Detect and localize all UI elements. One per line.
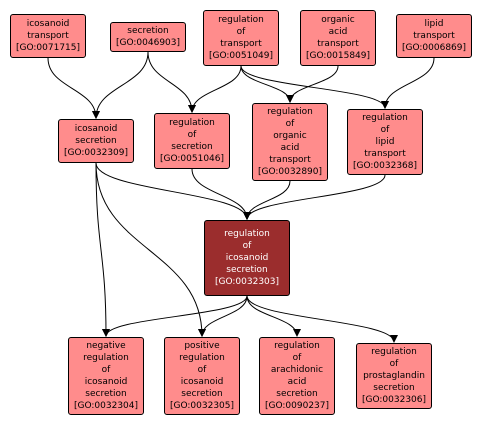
node-label: icosanoid transport: [26, 19, 70, 41]
node-label: regulation of prostaglandin secretion: [363, 347, 425, 393]
node-regulation-of-transport[interactable]: regulation of transport [GO:0051049]: [203, 10, 279, 66]
node-label: lipid transport: [413, 19, 455, 41]
node-go-id: [GO:0032368]: [352, 161, 418, 171]
node-organic-acid-transport[interactable]: organic acid transport [GO:0015849]: [300, 10, 376, 66]
edge-GO0051046-to-GO0032303: [191, 168, 251, 220]
node-regulation-of-organic-acid-transport[interactable]: regulation of organic acid transport [GO…: [252, 103, 328, 181]
node-go-id: [GO:0046903]: [115, 38, 181, 48]
edge-GO0051049-to-GO0032890: [240, 65, 294, 103]
node-label: regulation of secretion: [169, 118, 215, 152]
node-label: icosanoid secretion: [74, 124, 118, 146]
node-go-id: [GO:0032306]: [361, 395, 427, 405]
edge-GO0032368-to-GO0032303: [243, 174, 386, 220]
node-label: regulation of icosanoid secretion: [224, 229, 270, 275]
edge-GO0032309-to-GO0032305: [95, 162, 206, 337]
edge-GO0051049-to-GO0051046: [188, 65, 242, 113]
node-go-id: [GO:0051046]: [159, 154, 225, 164]
node-secretion[interactable]: secretion [GO:0046903]: [110, 22, 186, 52]
node-label: regulation of organic acid transport: [267, 107, 313, 165]
node-label: regulation of lipid transport: [362, 113, 408, 159]
node-go-id: [GO:0071715]: [15, 43, 81, 53]
node-go-id: [GO:0032305]: [169, 401, 235, 411]
node-label: secretion: [127, 26, 169, 36]
node-label: negative regulation of icosanoid secreti…: [83, 341, 129, 399]
node-regulation-of-lipid-transport[interactable]: regulation of lipid transport [GO:003236…: [347, 109, 423, 175]
node-label: organic acid transport: [317, 15, 359, 49]
edge-GO0032303-to-GO0032305: [198, 295, 248, 337]
node-lipid-transport[interactable]: lipid transport [GO:0006869]: [396, 14, 472, 58]
node-go-id: [GO:0032309]: [63, 148, 129, 158]
edge-GO0032303-to-GO0032306: [246, 295, 398, 343]
edge-GO0046903-to-GO0032309: [92, 51, 149, 119]
edge-GO0051049-to-GO0032368: [240, 65, 389, 109]
node-regulation-of-prostaglandin-secretion[interactable]: regulation of prostaglandin secretion [G…: [356, 343, 432, 409]
edge-GO0032303-to-GO0090237: [246, 295, 301, 337]
edge-GO0015849-to-GO0032890: [286, 65, 339, 103]
node-go-id: [GO:0006869]: [401, 43, 467, 53]
node-negative-regulation-of-icosanoid-secretion[interactable]: negative regulation of icosanoid secreti…: [68, 337, 144, 415]
edge-GO0071715-to-GO0032309: [47, 57, 100, 119]
node-label: positive regulation of icosanoid secreti…: [179, 341, 225, 399]
node-go-id: [GO:0032890]: [257, 167, 323, 177]
node-regulation-of-icosanoid-secretion[interactable]: regulation of icosanoid secretion [GO:00…: [204, 220, 290, 296]
node-label: regulation of arachidonic acid secretion: [270, 341, 324, 399]
node-regulation-of-secretion[interactable]: regulation of secretion [GO:0051046]: [154, 113, 230, 169]
edge-GO0006869-to-GO0032368: [381, 57, 435, 109]
edge-GO0032309-to-GO0032304: [95, 162, 110, 337]
node-positive-regulation-of-icosanoid-secretion[interactable]: positive regulation of icosanoid secreti…: [164, 337, 240, 415]
edge-GO0032303-to-GO0032304: [102, 295, 248, 337]
node-go-id: [GO:0032304]: [73, 401, 139, 411]
edge-GO0032890-to-GO0032303: [243, 180, 291, 220]
edge-GO0046903-to-GO0051046: [147, 51, 196, 113]
node-regulation-of-arachidonic-acid-secretion[interactable]: regulation of arachidonic acid secretion…: [259, 337, 335, 415]
node-go-id: [GO:0015849]: [305, 51, 371, 61]
node-go-id: [GO:0090237]: [264, 401, 330, 411]
node-icosanoid-secretion[interactable]: icosanoid secretion [GO:0032309]: [58, 119, 134, 163]
node-go-id: [GO:0051049]: [208, 51, 274, 61]
node-icosanoid-transport[interactable]: icosanoid transport [GO:0071715]: [10, 14, 86, 58]
edge-GO0032309-to-GO0032303: [95, 162, 251, 220]
node-label: regulation of transport: [218, 15, 264, 49]
node-go-id: [GO:0032303]: [214, 277, 280, 287]
